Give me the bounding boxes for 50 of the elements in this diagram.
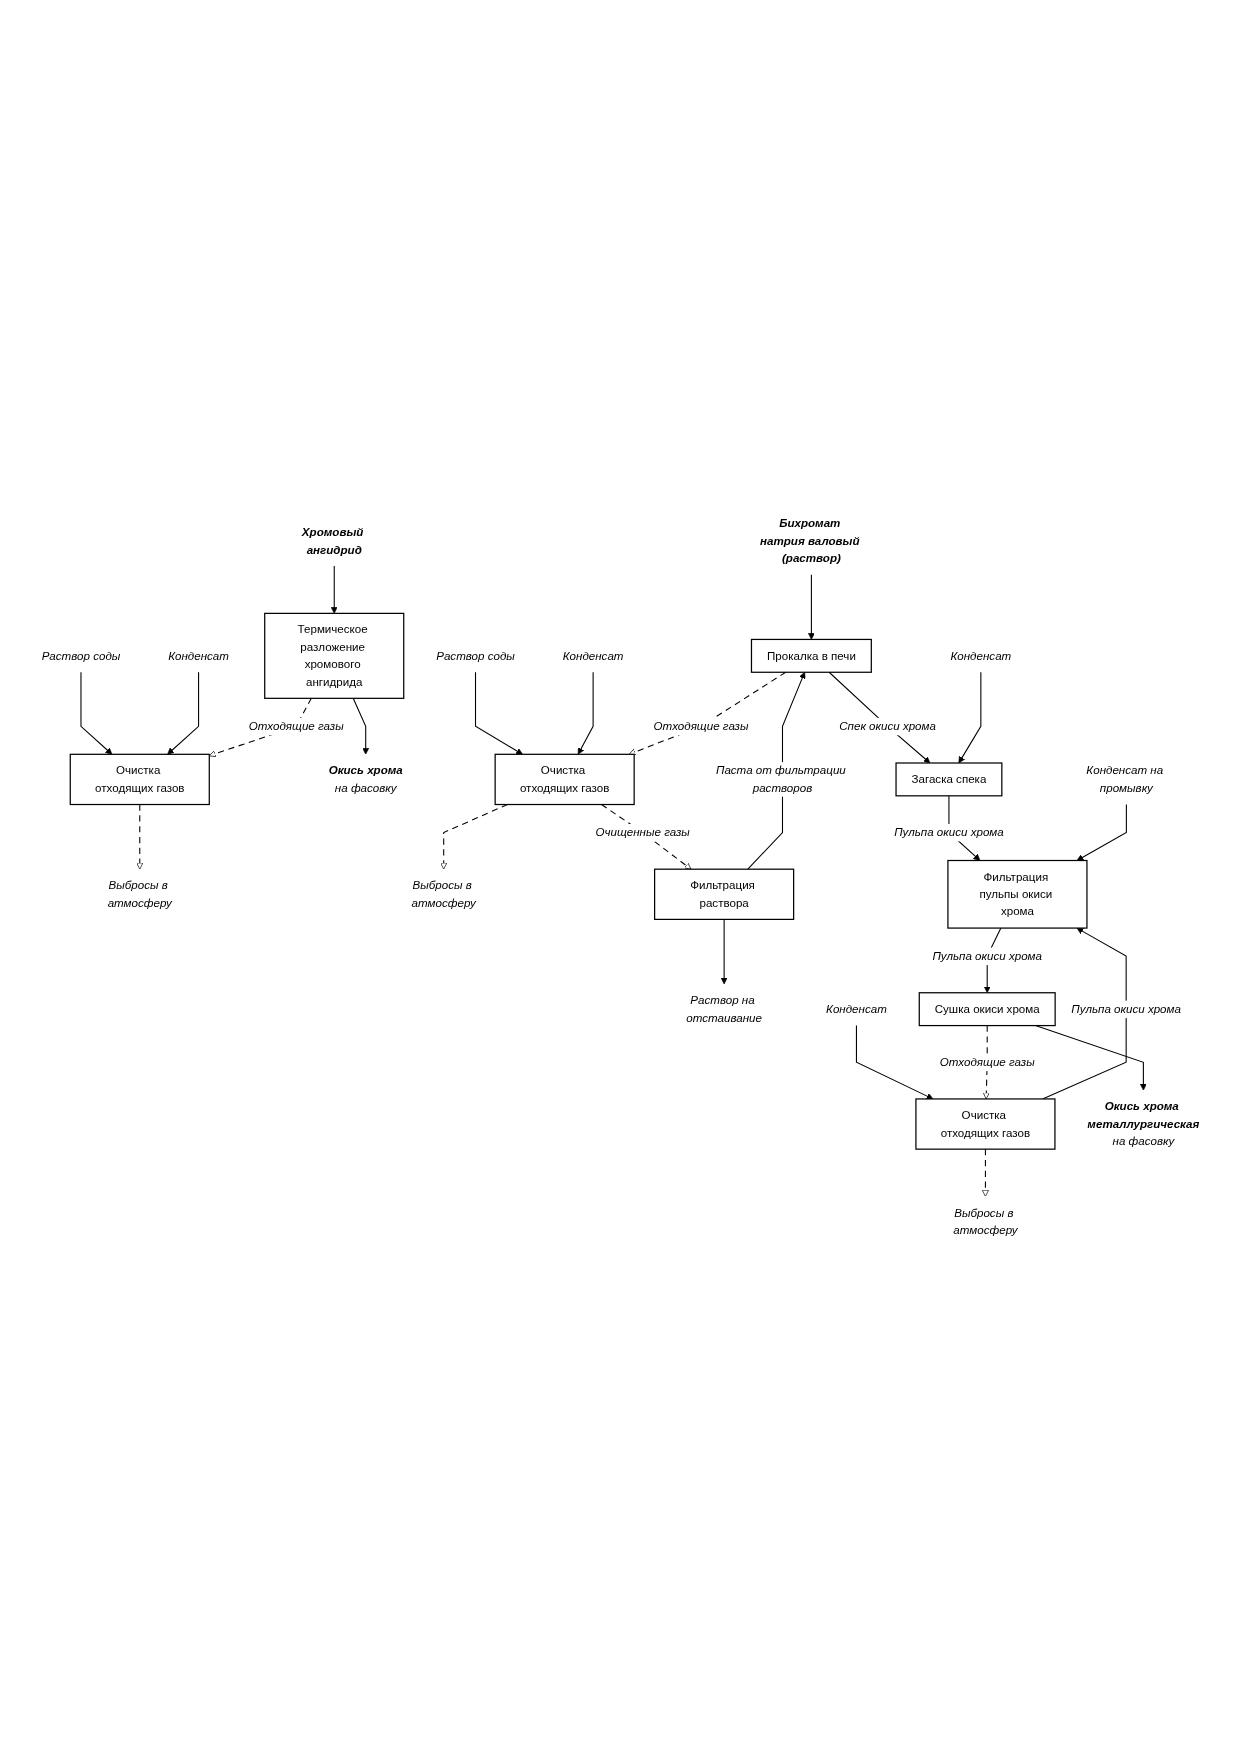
node-text: Конденсат	[826, 1002, 887, 1016]
edge-label: Пульпа окиси хрома	[1071, 1002, 1181, 1016]
node-box: Очистка отходящих газов	[69, 753, 210, 806]
node-box: Очистка отходящих газов	[915, 1098, 1056, 1150]
node-box: Загаска спека	[895, 762, 1003, 797]
edge-label: Спек окиси хрома	[839, 719, 936, 733]
arrow	[628, 671, 787, 756]
node-text: Конденсат	[950, 648, 1012, 662]
arrow	[982, 1148, 989, 1197]
arrow	[167, 671, 200, 755]
edge-label: Отходящие газы	[653, 719, 749, 733]
arrow	[1042, 927, 1127, 1100]
arrow	[958, 671, 982, 764]
arrow	[474, 671, 523, 755]
arrow	[80, 671, 113, 755]
node-text: Выбросы в атмосферу	[107, 878, 172, 910]
arrow	[330, 565, 338, 614]
edge-label: Очищенные газы	[595, 825, 690, 839]
arrow	[855, 1025, 934, 1100]
arrow	[136, 804, 144, 870]
node-text: Выбросы в атмосферу	[953, 1205, 1018, 1237]
node-text: Раствор на отстаивание	[686, 993, 762, 1024]
arrow	[440, 804, 509, 870]
node-box: Фильтрация пульпы окиси хрома	[947, 859, 1088, 929]
arrow	[982, 1025, 990, 1100]
node-text: Окись хрома на фасовку	[328, 763, 403, 795]
arrow	[577, 671, 594, 755]
node-text: Хромовый ангидрид	[301, 525, 364, 556]
node-box: Сушка окиси хрома	[918, 992, 1056, 1027]
arrow	[1076, 804, 1127, 861]
arrow	[720, 918, 728, 985]
arrow	[352, 697, 370, 755]
node-box: Термическое разложение хромового ангидрида	[264, 612, 405, 699]
edge-label: Пульпа окиси хрома	[932, 949, 1042, 963]
node-box: Очистка отходящих газов	[494, 753, 635, 806]
node-text: Конденсат	[562, 648, 624, 662]
node-text: Раствор соды	[436, 648, 515, 662]
node-box: Прокалка в печи	[750, 638, 872, 673]
edge-label: Отходящие газы	[248, 719, 344, 733]
node-text: Выбросы в атмосферу	[411, 878, 476, 910]
node-text: Окись хрома металлургическая на фасовку	[1087, 1099, 1200, 1148]
arrow	[808, 574, 815, 640]
node-box: Фильтрация раствора	[654, 868, 795, 921]
edge-label: Отходящие газы	[939, 1055, 1035, 1069]
edge-label: Паста от фильтрации растворов	[715, 763, 846, 795]
node-text: Раствор соды	[41, 648, 121, 662]
node-text: Бихромат натрия валовый (раствор)	[760, 516, 860, 565]
node-text: Конденсат	[168, 648, 229, 662]
edge-label: Пульпа окиси хрома	[894, 825, 1004, 839]
node-text: Конденсат на промывку	[1086, 763, 1164, 795]
